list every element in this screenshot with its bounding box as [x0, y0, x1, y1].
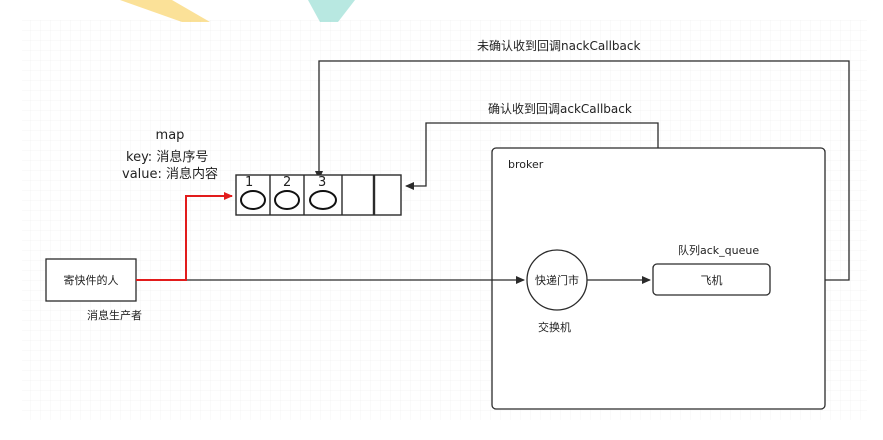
- slot-number-3: 3: [318, 175, 327, 190]
- queue-name-label: 队列ack_queue: [678, 244, 760, 257]
- broker-label: broker: [508, 158, 544, 171]
- slot-number-1: 1: [245, 175, 254, 190]
- message-oval-3: [309, 190, 337, 210]
- nack-callback-label: 未确认收到回调nackCallback: [477, 39, 641, 53]
- exchange-caption: 交换机: [538, 321, 571, 334]
- producer-label: 消息生产者: [87, 309, 142, 322]
- record-to-map-arrow: [136, 192, 233, 281]
- map-slots: [235, 174, 402, 216]
- message-oval-2: [274, 190, 300, 210]
- ack-callback-arrow: [405, 122, 659, 190]
- message-oval-1: [240, 190, 266, 210]
- map-title: map: [155, 128, 185, 143]
- exchange-label: 快递门市: [535, 274, 579, 287]
- map-value-label: value: 消息内容: [122, 167, 219, 182]
- decor-yellow-shape: [120, 0, 210, 22]
- queue-box: [652, 263, 771, 296]
- ack-callback-label: 确认收到回调ackCallback: [488, 102, 632, 116]
- map-key-label: key: 消息序号: [126, 150, 209, 165]
- queue-label: 飞机: [700, 273, 723, 287]
- decor-teal-shape: [308, 0, 355, 22]
- sender-label: 寄快件的人: [63, 274, 119, 287]
- slot-number-2: 2: [283, 175, 292, 190]
- nack-callback-arrow: [315, 60, 850, 281]
